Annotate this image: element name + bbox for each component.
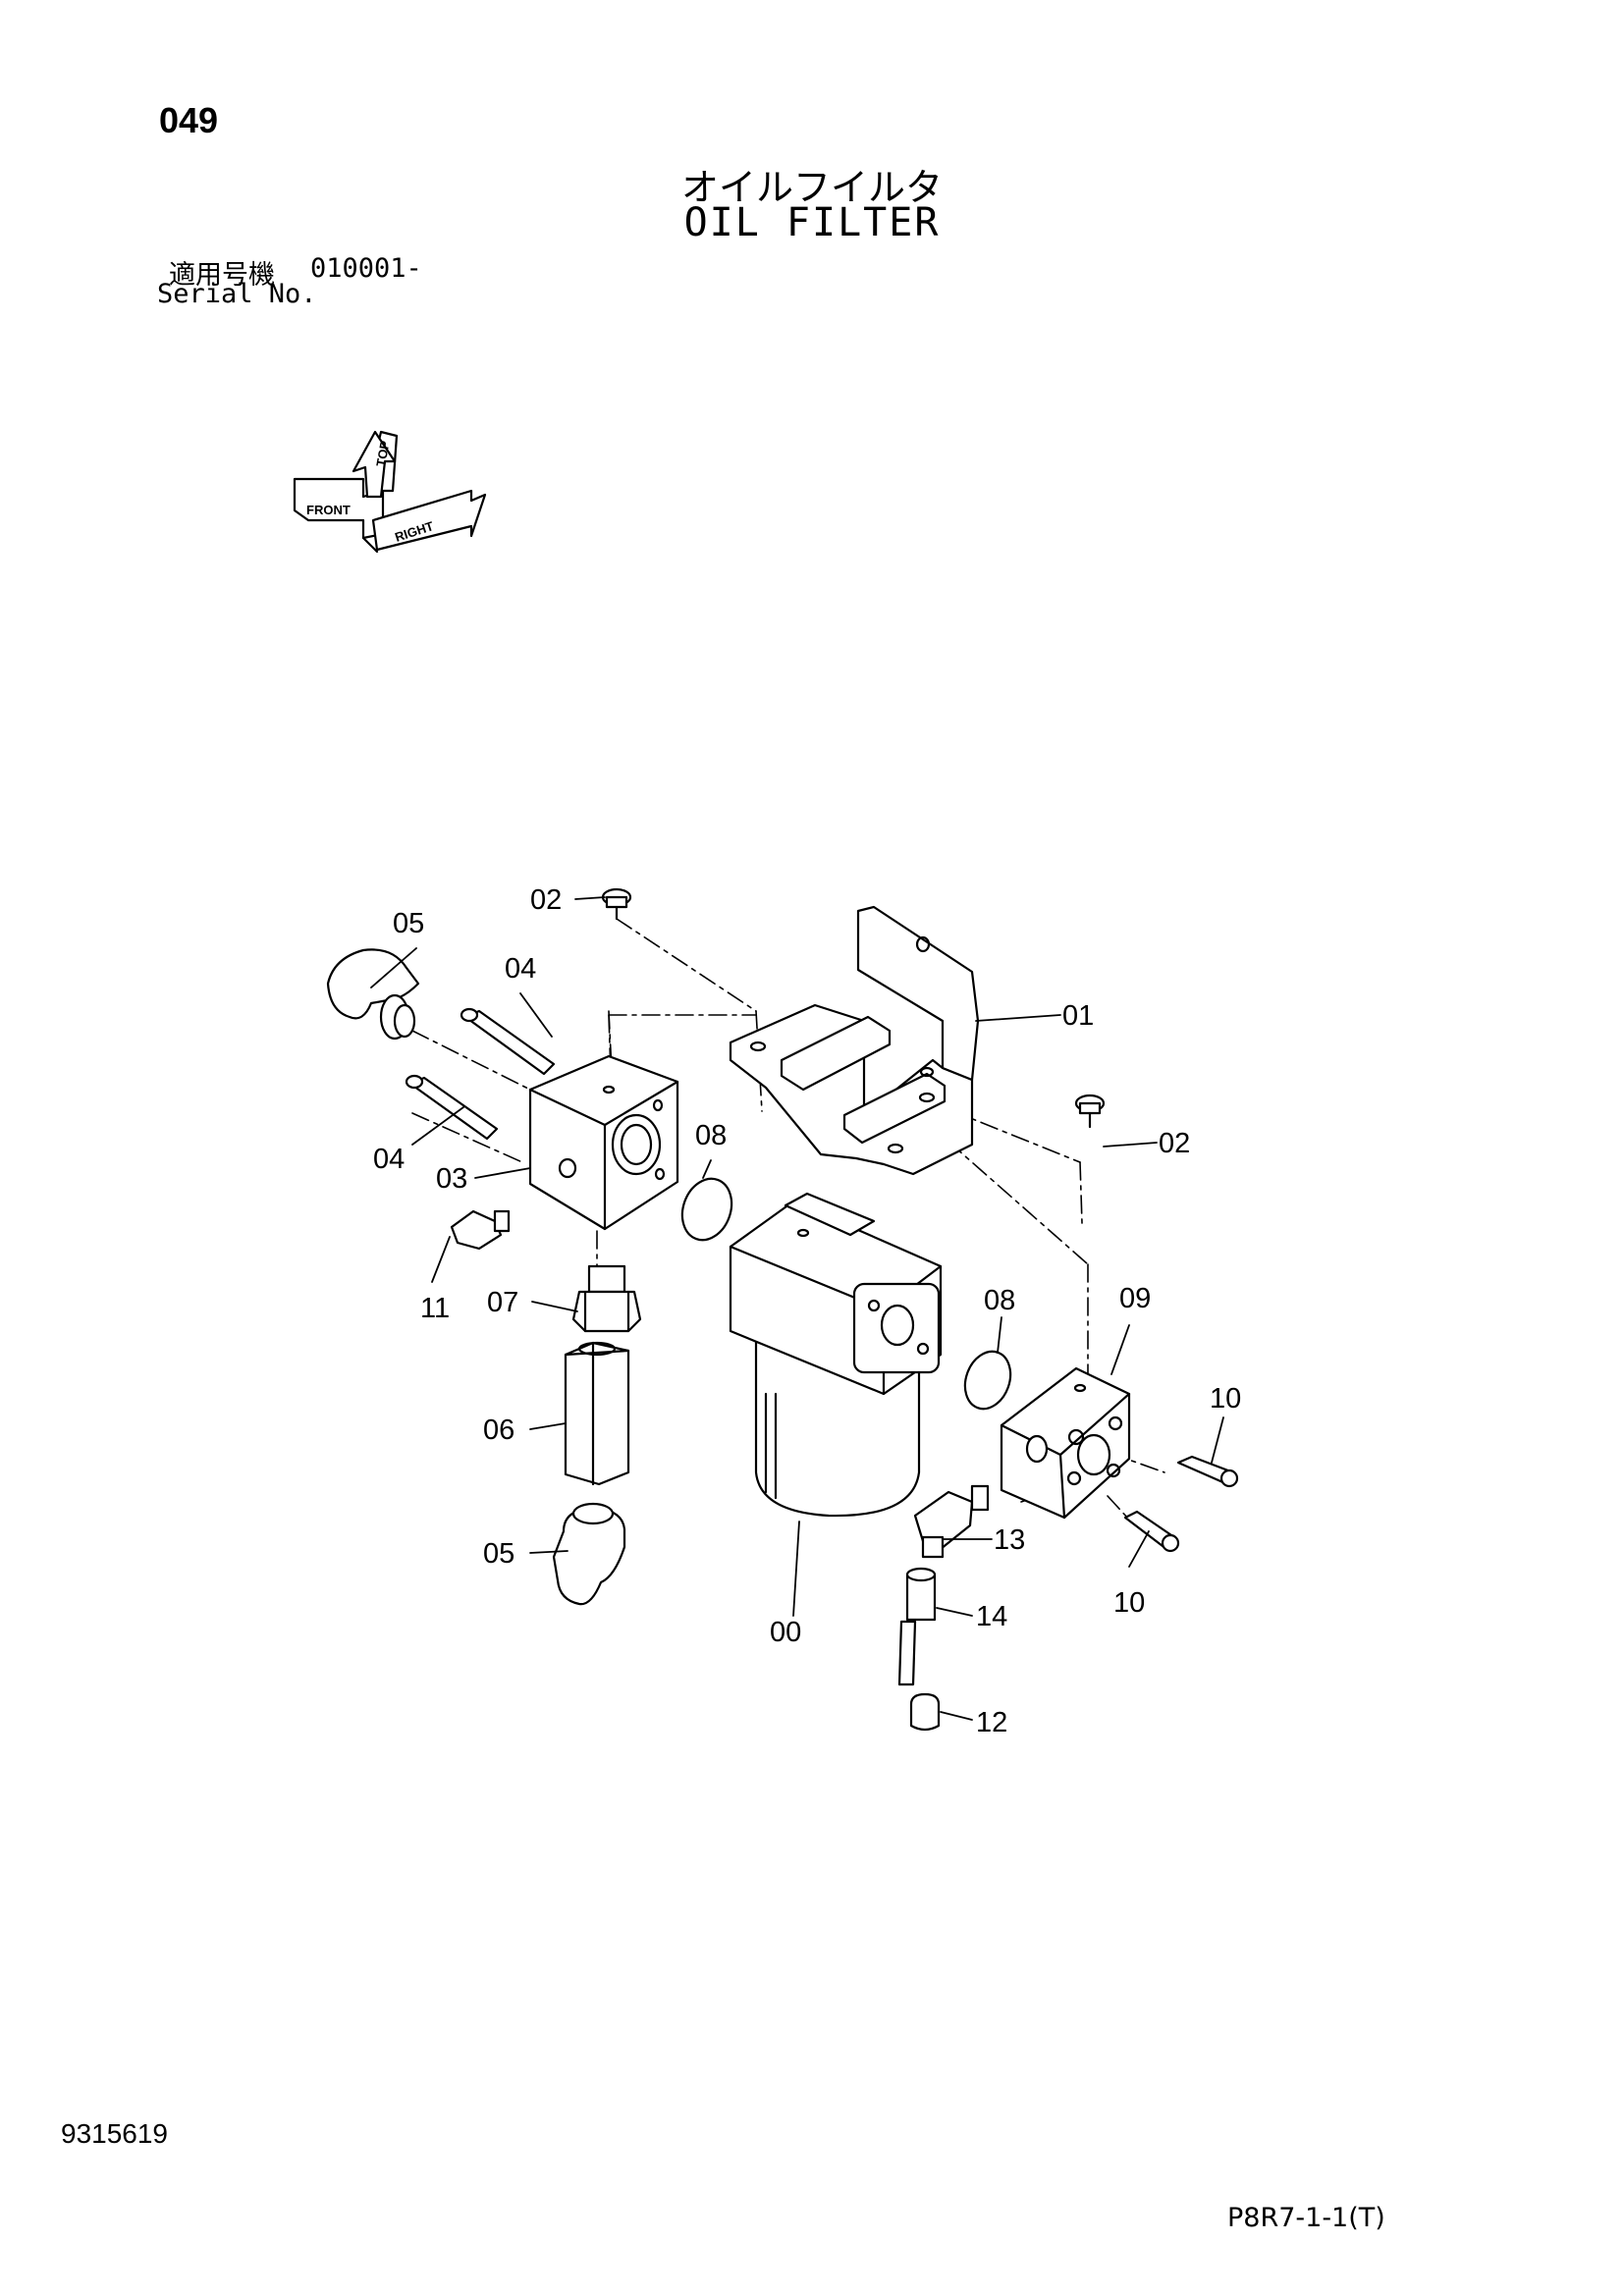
part-08-o-ring-upper	[680, 1177, 733, 1242]
title-japanese: オイルフイルタ	[680, 166, 943, 209]
part-06-hex-coupling	[564, 1341, 630, 1486]
part-09-block	[1000, 1366, 1131, 1520]
serial-label-japanese: 適用号機	[169, 260, 275, 291]
callout-12: 12	[976, 1707, 1007, 1738]
callout-10-upper: 10	[1210, 1383, 1241, 1415]
part-04-bolt-upper	[460, 1007, 556, 1076]
title-english: OIL FILTER	[683, 200, 941, 245]
callout-11: 11	[420, 1293, 450, 1324]
callout-00: 00	[770, 1617, 801, 1648]
part-02-bolt-lower	[1074, 1094, 1106, 1129]
callout-09: 09	[1119, 1283, 1151, 1314]
callout-13: 13	[994, 1524, 1025, 1556]
callout-08-lower: 08	[984, 1285, 1015, 1316]
callout-10-lower: 10	[1113, 1587, 1145, 1619]
orientation-compass-icon	[293, 430, 487, 554]
part-10-bolt-upper	[1176, 1455, 1239, 1488]
part-12-cap	[909, 1692, 941, 1732]
part-10-bolt-lower	[1123, 1510, 1180, 1553]
part-08-o-ring-lower	[963, 1350, 1012, 1411]
part-05-elbow-upper	[326, 948, 420, 1041]
callout-02-lower: 02	[1159, 1128, 1190, 1159]
part-00-oil-filter	[729, 1192, 943, 1518]
part-05-elbow-lower	[552, 1502, 626, 1606]
document-number: 9315619	[61, 2118, 169, 2149]
callout-08-upper: 08	[695, 1120, 727, 1151]
part-07-nipple	[571, 1264, 642, 1333]
compass-top-label: TOP	[373, 440, 392, 468]
part-11-sensor	[450, 1209, 511, 1251]
callout-04-lower: 04	[373, 1144, 405, 1175]
callout-07: 07	[487, 1287, 518, 1318]
part-13-elbow-fitting	[913, 1484, 990, 1559]
callout-06: 06	[483, 1415, 514, 1446]
part-02-bolt-upper	[601, 887, 632, 921]
callout-01: 01	[1062, 1000, 1094, 1032]
serial-value: 010001-	[310, 253, 422, 284]
callout-03: 03	[436, 1163, 467, 1195]
callout-02-upper: 02	[530, 884, 562, 916]
callout-05-lower: 05	[483, 1538, 514, 1570]
callout-14: 14	[976, 1601, 1007, 1632]
part-01-bracket	[729, 905, 980, 1176]
compass-front-label: FRONT	[306, 503, 351, 517]
callout-05-upper: 05	[393, 908, 424, 939]
callout-04-upper: 04	[505, 953, 536, 985]
part-04-bolt-lower	[405, 1074, 499, 1141]
part-14-switch	[897, 1567, 937, 1686]
page-code: P8R7-1-1(T)	[1227, 2203, 1385, 2233]
serial-label-english: Serial No.	[157, 279, 317, 309]
page-number: 049	[159, 100, 219, 140]
part-03-block	[528, 1054, 679, 1231]
